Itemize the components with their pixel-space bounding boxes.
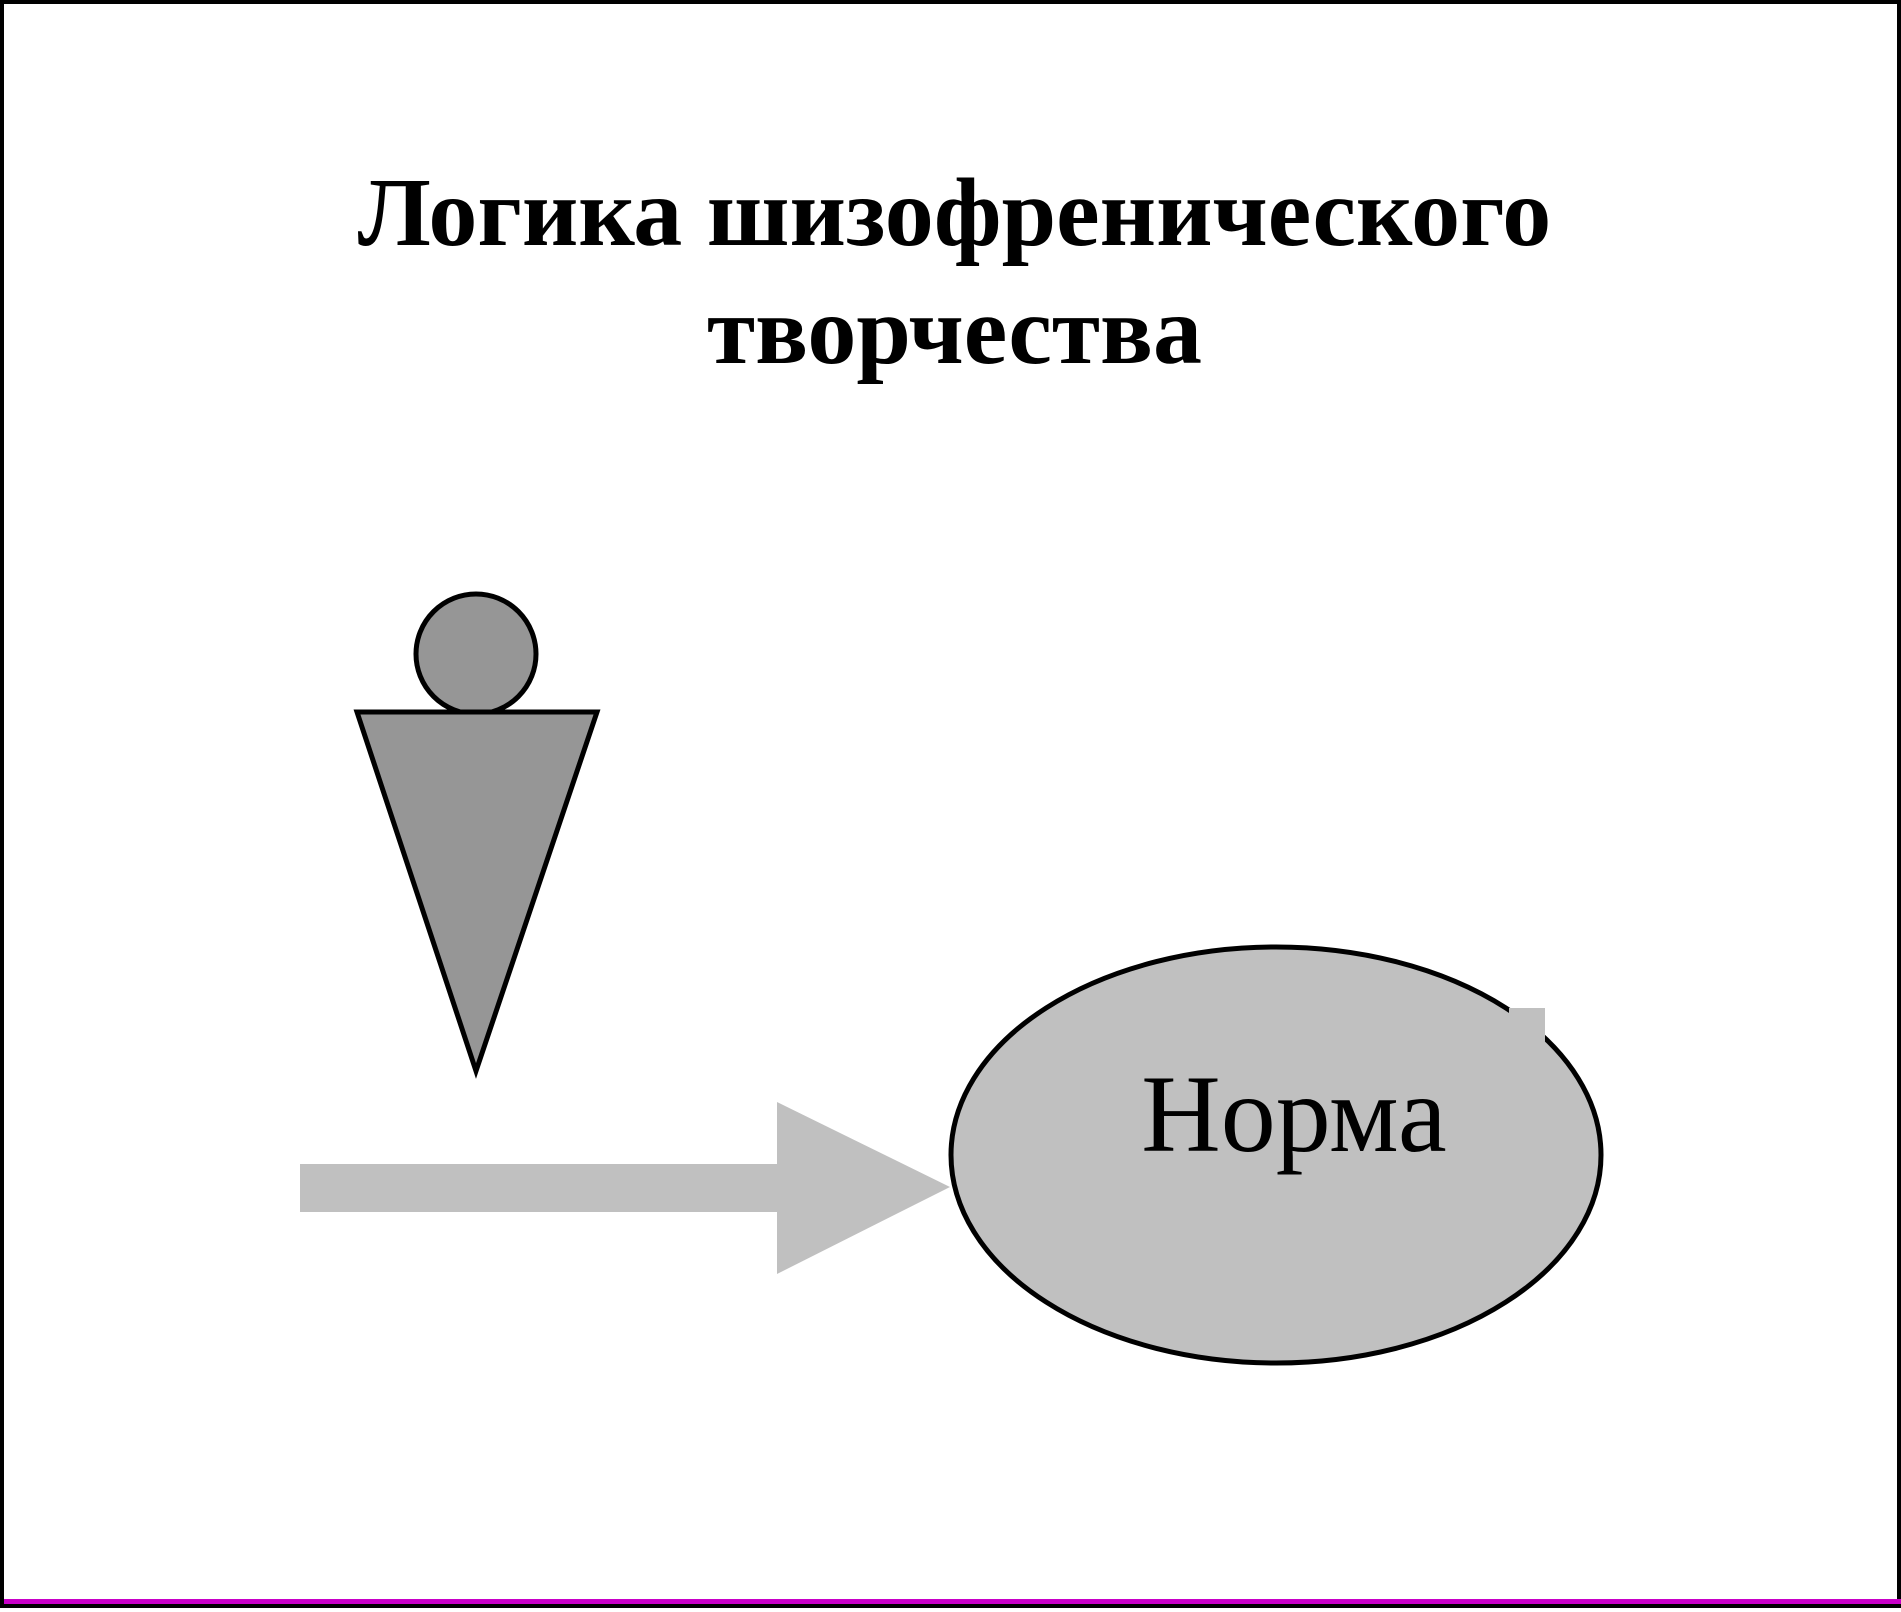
slide-title-line-2: творчества xyxy=(707,277,1202,385)
person-body xyxy=(353,709,601,1079)
person-head xyxy=(413,591,539,717)
slide-title: Логика шизофренического творчества xyxy=(4,154,1901,390)
norma-label: Норма xyxy=(1141,1053,1446,1175)
diagram: Норма xyxy=(300,591,1604,1366)
person-figure-icon xyxy=(353,591,601,1079)
arrow-shape xyxy=(300,1102,950,1274)
slide-title-line-1: Логика шизофренического xyxy=(357,159,1552,267)
bottom-accent-line xyxy=(4,1599,1901,1604)
norma-ellipse xyxy=(948,944,1604,1366)
arrow-right-icon xyxy=(300,1102,950,1274)
ellipse-corner-patch xyxy=(1509,1008,1545,1044)
norma-node: Норма xyxy=(948,944,1604,1366)
